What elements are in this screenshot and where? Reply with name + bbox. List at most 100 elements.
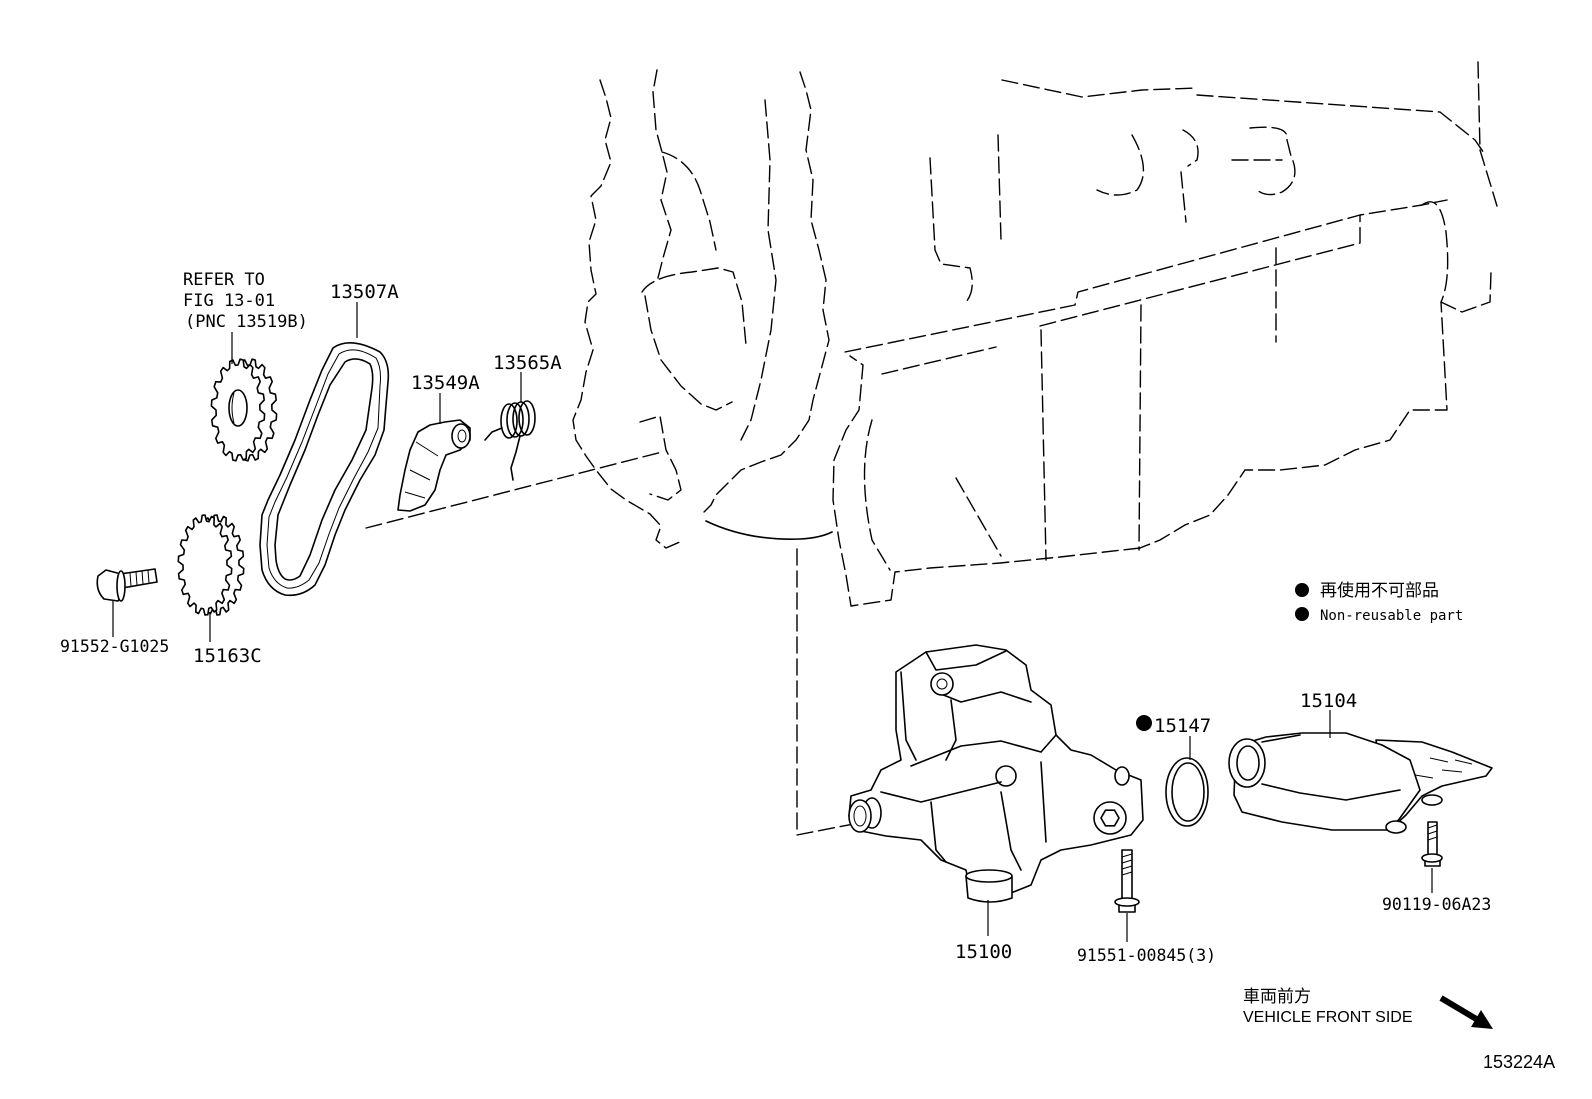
crankshaft-sprocket-hub bbox=[228, 389, 248, 427]
oil-pump-sprocket bbox=[177, 514, 245, 616]
head-line-b bbox=[997, 134, 1002, 241]
projection-line-chain bbox=[365, 451, 663, 529]
tensioner-spring bbox=[484, 400, 536, 481]
strainer-bolt-threads bbox=[1427, 824, 1438, 841]
sprocket-bolt bbox=[96, 568, 158, 602]
cover-inner-curve bbox=[661, 151, 717, 251]
pump-bolt-threads bbox=[1121, 853, 1133, 876]
head-top-left bbox=[1001, 79, 1198, 98]
head-bump-d bbox=[1180, 129, 1199, 223]
cover-mid-contour bbox=[740, 99, 777, 441]
block-inner-edge-b bbox=[1039, 214, 1361, 327]
label-sprocket-bolt: 91552-G1025 bbox=[60, 637, 169, 656]
cover-boss-top bbox=[641, 267, 747, 346]
label-strainer-bolt: 90119-06A23 bbox=[1382, 895, 1491, 914]
strainer-inlet-bore bbox=[1236, 745, 1260, 781]
tensioner-arm-pad bbox=[404, 441, 439, 499]
block-vertical-b bbox=[1138, 304, 1142, 551]
chain-middle-edge bbox=[266, 349, 381, 589]
gasket-outer-edge bbox=[1165, 757, 1209, 827]
head-bump-a bbox=[929, 157, 973, 303]
block-bottom-edge bbox=[832, 355, 1141, 607]
oil-pump-relief-plug-hex bbox=[1100, 809, 1120, 827]
reference-note-line-2: FIG 13-01 bbox=[183, 291, 275, 311]
cover-boss-bottom bbox=[644, 295, 733, 411]
direction-arrow-shaft bbox=[1439, 995, 1480, 1023]
cover-bottom-curve bbox=[705, 520, 833, 540]
pump-bolt bbox=[1114, 849, 1140, 913]
projection-line-pump bbox=[796, 548, 870, 836]
callout-labels: REFER TO FIG 13-01 (PNC 13519B) 13507A 1… bbox=[60, 270, 1491, 965]
oil-pump-nozzle bbox=[848, 799, 872, 833]
sprocket-bolt-flange bbox=[116, 570, 126, 602]
chain-outer-edge bbox=[259, 342, 390, 597]
label-strainer: 15104 bbox=[1300, 690, 1357, 712]
cover-left-edge bbox=[572, 79, 683, 549]
cover-right-edge bbox=[700, 71, 830, 516]
timing-chain bbox=[259, 342, 390, 597]
head-right-vertical bbox=[1477, 61, 1498, 207]
reference-note-line-3: (PNC 13519B) bbox=[185, 312, 308, 332]
reference-note-line-1: REFER TO bbox=[183, 270, 265, 290]
label-tensioner-arm: 13549A bbox=[411, 372, 480, 394]
oil-strainer bbox=[1228, 732, 1493, 834]
spring-leg-down bbox=[510, 435, 521, 481]
label-pump-bolt: 91551-00845(3) bbox=[1077, 946, 1216, 965]
engine-outline bbox=[365, 61, 1498, 836]
oil-pump-top-boss bbox=[930, 672, 954, 696]
block-inner-edge-a bbox=[881, 346, 997, 375]
block-vertical-a bbox=[1040, 329, 1047, 561]
cover-lower-inner bbox=[639, 415, 682, 501]
strainer-plate-ribs bbox=[1414, 757, 1473, 779]
tensioner-arm-boss-hole bbox=[457, 429, 467, 443]
label-pump-sprocket: 15163C bbox=[193, 645, 262, 667]
head-bump-e bbox=[1231, 126, 1296, 196]
spring-coil-2 bbox=[506, 402, 524, 438]
legend-text-ja: 再使用不可部品 bbox=[1320, 580, 1439, 601]
figure-id: 153224A bbox=[1483, 1052, 1555, 1072]
head-top-right bbox=[1196, 94, 1487, 157]
block-inner-left bbox=[863, 419, 891, 571]
head-bump-c bbox=[1096, 134, 1145, 196]
oil-pump-body bbox=[848, 644, 1144, 894]
vehicle-direction: 車両前方 VEHICLE FRONT SIDE bbox=[1243, 987, 1493, 1029]
oil-pump-top-boss-hole bbox=[936, 678, 948, 690]
oil-pump-ribs bbox=[880, 650, 1057, 871]
label-gasket: 15147 bbox=[1154, 715, 1211, 737]
crankshaft-sprocket bbox=[210, 358, 278, 462]
legend-marker-ja bbox=[1295, 583, 1309, 597]
tensioner-arm-boss bbox=[451, 423, 471, 449]
tensioner-arm-body bbox=[397, 419, 471, 512]
cover-inner-contour bbox=[652, 69, 672, 283]
block-right-bump bbox=[1440, 271, 1492, 313]
oil-pump-assembly bbox=[848, 644, 1144, 903]
block-upper-edge bbox=[844, 199, 1448, 353]
pump-bolt-flange bbox=[1114, 897, 1140, 907]
block-right-edge bbox=[1139, 201, 1449, 549]
direction-arrow-head bbox=[1471, 1010, 1493, 1029]
legend-marker-en bbox=[1295, 607, 1309, 621]
oil-pump-nozzle-bore bbox=[853, 805, 867, 827]
strainer-body bbox=[1233, 732, 1421, 831]
spring-coil-4 bbox=[518, 400, 536, 436]
oil-pump-sprocket-front-face bbox=[177, 514, 233, 616]
oil-pump-outlet-cylinder bbox=[965, 875, 1013, 903]
gasket-inner-edge bbox=[1171, 762, 1205, 822]
label-tensioner-spring: 13565A bbox=[493, 352, 562, 374]
block-diagonal bbox=[955, 477, 1002, 557]
oil-pump-outlet-rim bbox=[965, 869, 1013, 883]
strainer-bottom-dome bbox=[1385, 820, 1407, 834]
chain-tensioner-arm bbox=[397, 419, 471, 512]
strainer-bolt-flange bbox=[1421, 853, 1443, 863]
non-reusable-marker-gasket bbox=[1136, 715, 1152, 731]
legend-text-en: Non-reusable part bbox=[1320, 608, 1463, 624]
spring-coil-1 bbox=[500, 403, 518, 439]
spring-leg-side bbox=[484, 427, 503, 441]
strainer-bolt-tab bbox=[1421, 794, 1443, 806]
label-chain: 13507A bbox=[330, 281, 399, 303]
oil-pump-relief-plug bbox=[1093, 801, 1127, 835]
strainer-bolt bbox=[1421, 821, 1443, 867]
direction-text-en: VEHICLE FRONT SIDE bbox=[1243, 1009, 1413, 1026]
strainer-tube-lines bbox=[1261, 734, 1401, 801]
